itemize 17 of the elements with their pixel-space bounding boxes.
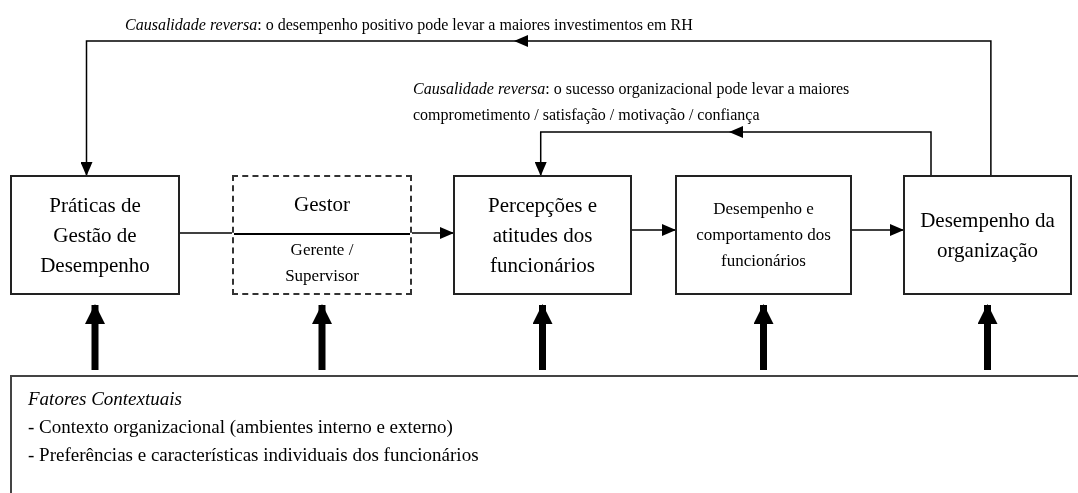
box-title: Desempenho da organização	[919, 207, 1056, 264]
bullet-text: - Contexto organizacional (ambientes interno e externo)	[28, 415, 453, 439]
edge-label: Causalidade reversa: o desempenho positivo pode levar a maiores investimentos em RH	[125, 15, 694, 36]
process-box	[675, 175, 852, 295]
box-title: Desempenho e comportamento dos funcionários	[695, 198, 832, 272]
dashed-box	[232, 175, 412, 295]
box-title: Percepções e atitudes dos funcionários	[487, 192, 598, 279]
bullet-text: - Preferências e características individuais dos funcionários	[28, 443, 479, 467]
box-heading: Fatores Contextuais	[28, 387, 182, 411]
context-box	[10, 375, 1078, 493]
process-box	[10, 175, 180, 295]
edge-label: Causalidade reversa: o sucesso organizacional pode levar a maiores comprometimento / satisfação / motivação / confiança	[413, 79, 851, 126]
process-box	[903, 175, 1072, 295]
process-box	[453, 175, 632, 295]
box-title: Gestor	[293, 191, 351, 218]
box-title: Práticas de Gestão de Desempenho	[39, 192, 151, 279]
box-subtitle: Gerente / Supervisor	[284, 239, 360, 287]
